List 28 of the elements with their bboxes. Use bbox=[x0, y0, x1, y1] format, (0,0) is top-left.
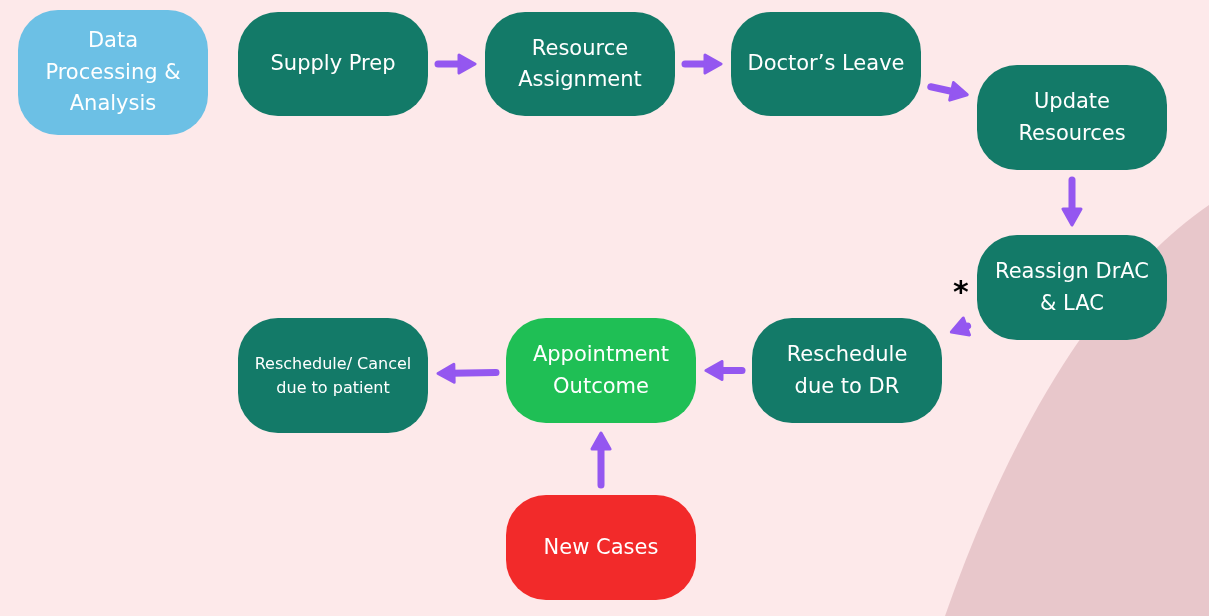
node-label: Reassign DrAC & LAC bbox=[994, 258, 1150, 317]
process-box bbox=[238, 318, 428, 433]
node-label: Reschedule/ Cancel due to patient bbox=[253, 352, 413, 399]
node-label: Doctor’s Leave bbox=[747, 50, 905, 78]
process-box bbox=[238, 12, 428, 116]
process-box bbox=[506, 318, 696, 423]
node-label: Supply Prep bbox=[270, 50, 396, 78]
process-box bbox=[977, 65, 1167, 170]
node-label: Data Processing & Analysis bbox=[44, 27, 182, 118]
node-label: New Cases bbox=[543, 533, 659, 561]
node-label: Reschedule due to DR bbox=[785, 341, 909, 400]
node-label: Appointment Outcome bbox=[531, 341, 671, 400]
process-box bbox=[506, 495, 696, 600]
arrow bbox=[436, 362, 500, 384]
arrow bbox=[927, 81, 969, 102]
arrow bbox=[1061, 176, 1083, 227]
node-label: Update Resources bbox=[1017, 88, 1127, 147]
node-label: Resource Assignment bbox=[517, 34, 643, 93]
process-box bbox=[752, 318, 942, 423]
arrow bbox=[681, 53, 723, 75]
arrow bbox=[434, 53, 477, 75]
arrow bbox=[704, 360, 746, 381]
process-box bbox=[18, 10, 208, 135]
process-box bbox=[485, 12, 675, 116]
asterisk-mark: * bbox=[953, 277, 969, 307]
process-box bbox=[731, 12, 921, 116]
arrow bbox=[949, 316, 972, 337]
arrow bbox=[590, 431, 612, 489]
